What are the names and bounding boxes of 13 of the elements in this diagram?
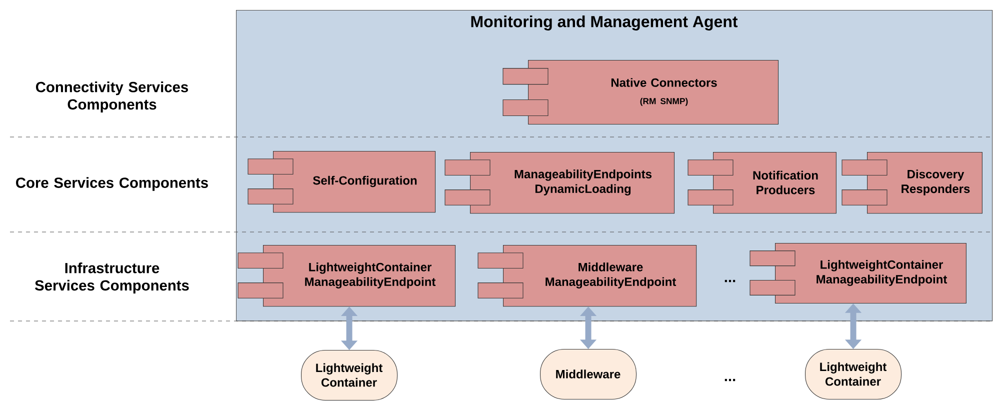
ellipsis: ... (724, 280, 736, 282)
component-box: Middleware ManageabilityEndpoint (478, 245, 697, 307)
component-box: Discovery Responders (842, 152, 982, 214)
ellipsis: ... (724, 378, 736, 382)
component-box: Notification Producers (688, 152, 836, 214)
row-label: Connectivity Services Components (36, 82, 188, 112)
component-box: Self-Configuration (248, 151, 436, 213)
component-box: ManageabilityEndpoints DynamicLoading (444, 152, 675, 214)
component-box: LightweightContainer ManageabilityEndpoint (238, 245, 456, 307)
component-box: Native Connectors (RM SNMP) (502, 60, 779, 125)
component-box: LightweightContainer ManageabilityEndpoint (750, 243, 966, 304)
row-label: Infrastructure Services Components (35, 262, 189, 294)
row-label: Core Services Components (16, 177, 208, 191)
